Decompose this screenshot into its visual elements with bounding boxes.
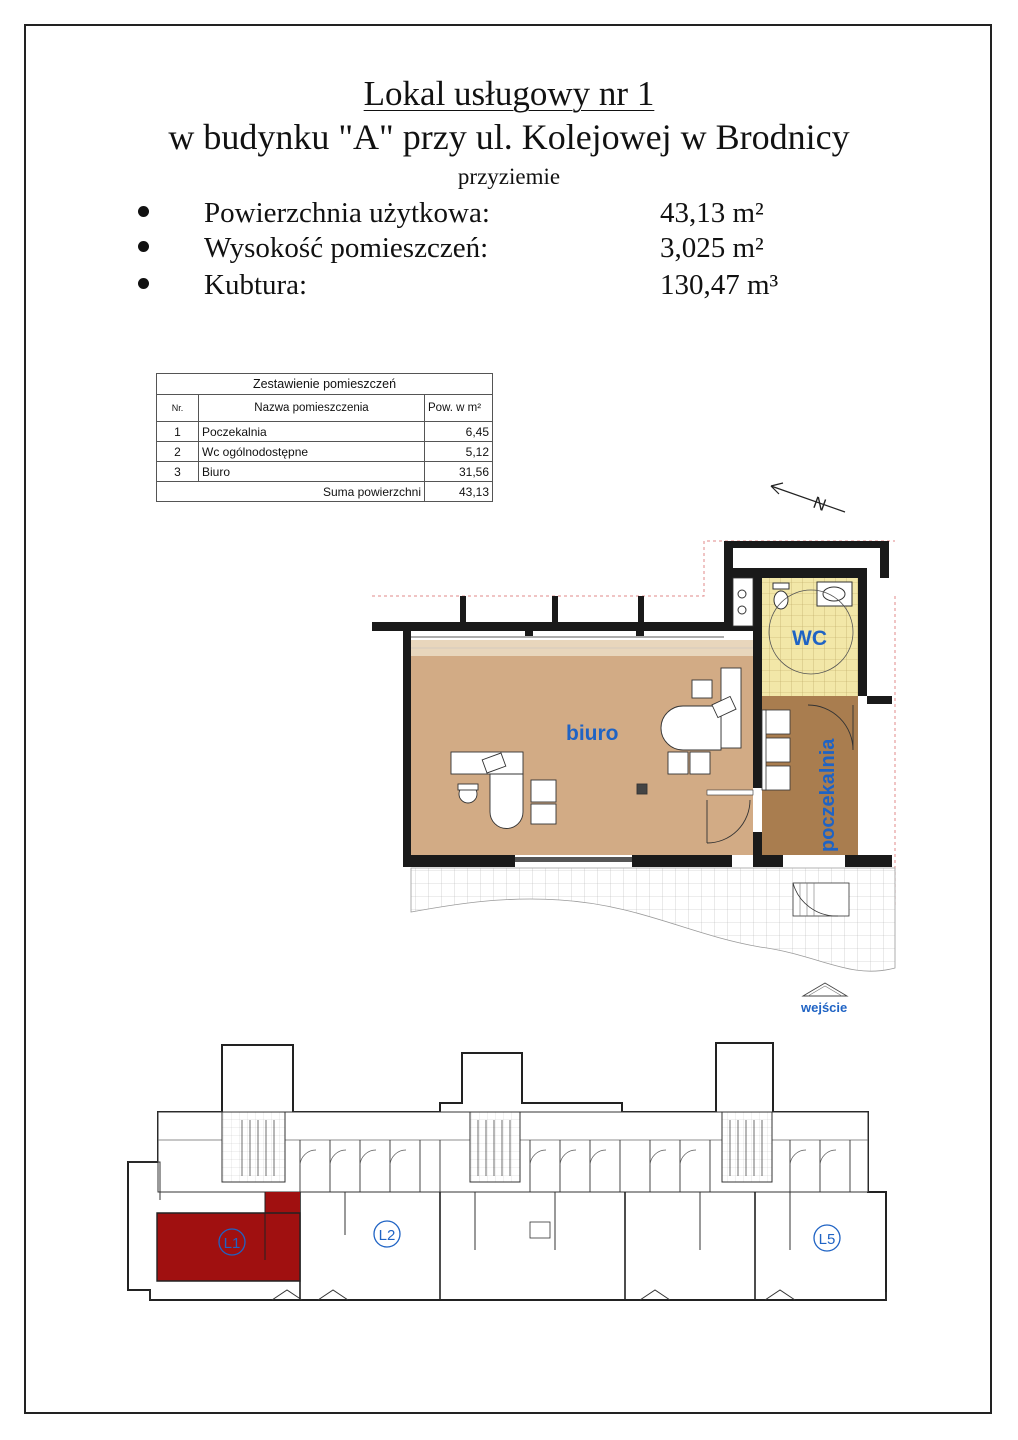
row-name: Wc ogólnodostępne (198, 441, 425, 462)
entrance-arrow-icon (801, 982, 849, 997)
floor-level: przyziemie (457, 164, 561, 189)
bullet-icon (138, 278, 149, 289)
spec-label: Kubtura: (204, 269, 308, 301)
waiting-chairs (761, 709, 791, 791)
page-subtitle: w budynku "A" przy ul. Kolejowej w Brodn… (168, 117, 850, 157)
sum-label: Suma powierzchni (198, 481, 425, 502)
entrance-label: wejście (800, 1000, 847, 1015)
sum-value: 43,13 (424, 481, 493, 502)
table-row: 2 Wc ogólnodostępne 5,12 (156, 441, 493, 462)
table-sum-row: Suma powierzchni 43,13 (156, 481, 493, 502)
terrace-paving (410, 867, 896, 972)
spec-value: 3,025 m² (660, 232, 764, 264)
north-label: N (811, 493, 829, 515)
office-furniture (450, 667, 742, 829)
page-frame (24, 24, 992, 1414)
table-row: 3 Biuro 31,56 (156, 461, 493, 482)
north-arrow-icon: N (770, 482, 846, 515)
wc-label: WC (792, 627, 827, 650)
spec-usable-area: Powierzchnia użytkowa: 43,13 m² (130, 197, 830, 233)
unit-l5-marker: L5 (813, 1224, 841, 1252)
unit-label: L1 (224, 1235, 241, 1252)
spec-room-height: Wysokość pomieszczeń: 3,025 m² (130, 232, 830, 268)
page-title: Lokal usługowy nr 1 (363, 74, 655, 113)
bullet-icon (138, 206, 149, 217)
spec-value: 43,13 m² (660, 197, 764, 229)
row-name: Biuro (198, 461, 425, 482)
waiting-label: poczekalnia (817, 738, 839, 852)
unit-label: L2 (379, 1227, 396, 1244)
spec-value: 130,47 m³ (660, 269, 779, 301)
bullet-icon (138, 241, 149, 252)
building-plan (127, 1042, 887, 1301)
unit-l1-marker: L1 (218, 1228, 246, 1256)
spec-label: Powierzchnia użytkowa: (204, 197, 490, 229)
col-area-header: Pow. w m² (424, 394, 493, 422)
wc-fixtures (768, 581, 854, 675)
unit-label: L5 (819, 1231, 836, 1248)
unit-l2-marker: L2 (373, 1220, 401, 1248)
entrance-steps (792, 882, 850, 917)
spec-label: Wysokość pomieszczeń: (204, 232, 489, 264)
row-name: Poczekalnia (198, 421, 425, 442)
office-label: biuro (566, 722, 619, 745)
rooms-table: Zestawienie pomieszczeń Nr. Nazwa pomies… (156, 373, 493, 502)
table-row: 1 Poczekalnia 6,45 (156, 421, 493, 442)
walls (372, 541, 892, 867)
spec-volume: Kubtura: 130,47 m³ (130, 269, 830, 305)
